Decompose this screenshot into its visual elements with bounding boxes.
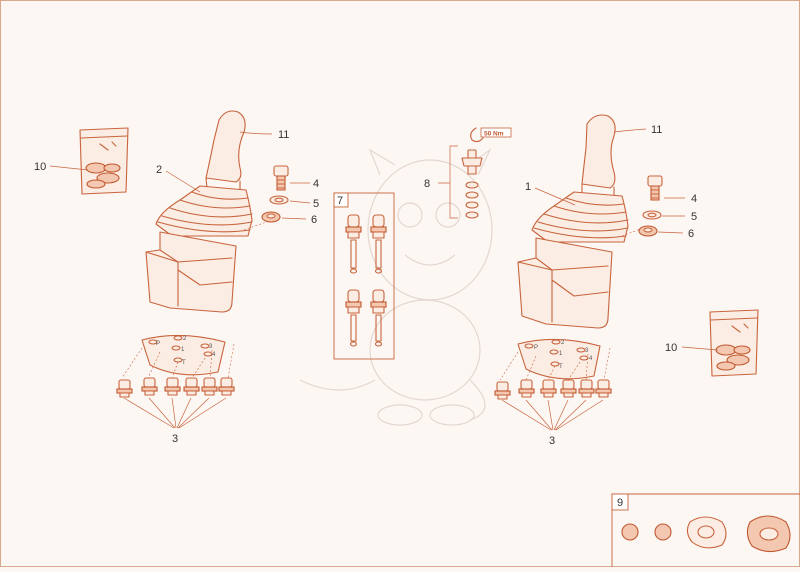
callout-7: 7	[337, 195, 343, 207]
seal-kit-bag-left	[79, 127, 129, 195]
port-label-p-left: P	[156, 341, 160, 347]
rubber-boot-plain	[686, 516, 727, 549]
watermark-dragon	[299, 148, 493, 426]
joystick-handle-right	[581, 114, 616, 189]
port-label-1-right: 1	[559, 351, 563, 357]
port-label-t-left: T	[182, 360, 186, 366]
callout-4-left: 4	[313, 178, 319, 190]
port-label-4-right: 4	[589, 356, 593, 362]
callout-3-right: 3	[549, 435, 555, 447]
bellows-left	[155, 185, 253, 237]
seal-kit-bag-right	[709, 309, 759, 377]
callout-11-left: 11	[278, 129, 289, 141]
plunger-row-right	[494, 379, 612, 400]
port-label-3-right: 3	[585, 348, 589, 354]
callout-5-left: 5	[313, 198, 319, 210]
callout-3-left: 3	[172, 433, 178, 445]
callout-8: 8	[424, 178, 430, 190]
screw-left	[273, 165, 289, 191]
cartridge-kit-box: 7	[333, 192, 395, 360]
callout-2: 2	[156, 164, 162, 176]
callout-10-right: 10	[665, 342, 677, 354]
callout-6-right: 6	[688, 228, 694, 240]
port-plate-left: P 2 1 3 4 T	[141, 334, 226, 376]
washer-right	[642, 210, 662, 220]
port-plate-right: P 2 1 3 4 T	[517, 338, 601, 380]
callout-6-left: 6	[311, 214, 317, 226]
torque-spec: 50 Nm	[470, 127, 512, 143]
plunger-row-left	[116, 377, 235, 398]
callout-4-right: 4	[691, 193, 697, 205]
bellows-right	[531, 191, 629, 243]
nut-stack	[461, 149, 483, 219]
dust-cap-medium	[654, 523, 672, 541]
wrench-icon	[470, 127, 484, 143]
port-label-2-left: 2	[183, 336, 187, 342]
screw-right	[647, 175, 663, 201]
port-label-4-left: 4	[212, 352, 216, 358]
port-label-2-right: 2	[561, 340, 565, 346]
dust-cap-small	[621, 523, 639, 541]
port-label-p-right: P	[534, 345, 538, 351]
torque-label: 50 Nm	[484, 131, 504, 138]
port-label-1-left: 1	[181, 347, 185, 353]
joystick-left	[145, 110, 273, 313]
callout-9: 9	[617, 497, 623, 509]
inset-kit-9: 9	[611, 493, 800, 567]
callout-5-right: 5	[691, 211, 697, 223]
kit-7-frame	[333, 192, 395, 360]
joystick-handle-left	[205, 110, 246, 183]
joystick-body-left	[145, 231, 237, 313]
washer-left	[269, 195, 289, 205]
callout-10-left: 10	[34, 161, 46, 173]
joystick-right	[517, 114, 649, 329]
callout-11-right: 11	[651, 124, 662, 136]
callout-1: 1	[525, 181, 531, 193]
port-label-3-left: 3	[209, 344, 213, 350]
joystick-body-right	[517, 237, 613, 329]
port-label-t-right: T	[559, 364, 563, 370]
